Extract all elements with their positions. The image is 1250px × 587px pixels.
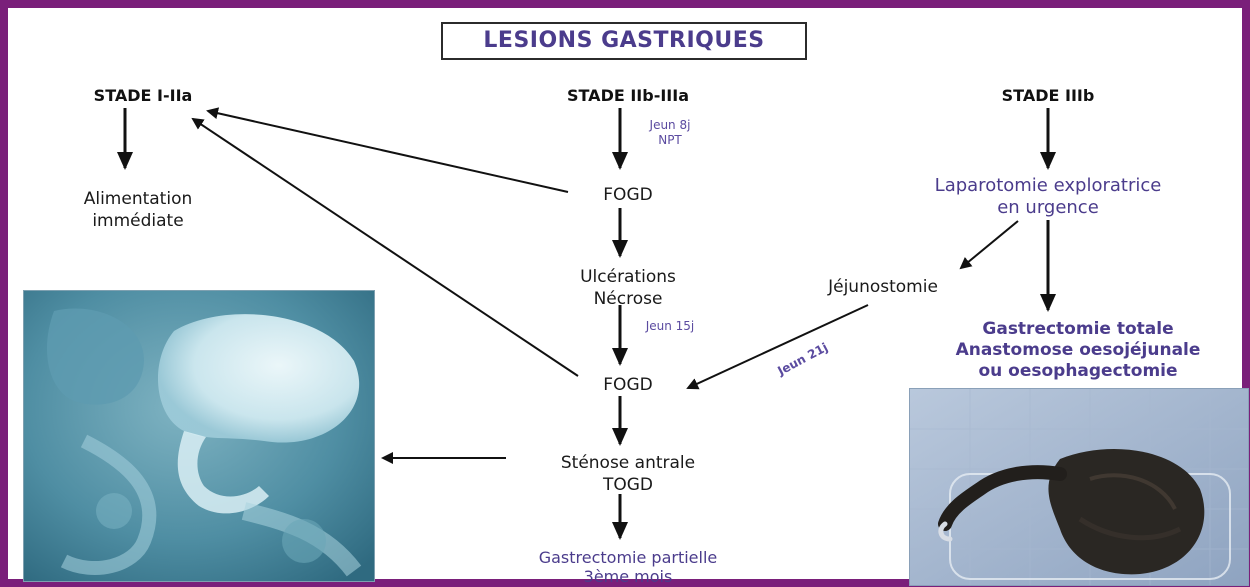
arrow-jejunostomie-to-fogd2 xyxy=(688,305,868,388)
flow-arrows xyxy=(8,8,1242,579)
arrow-fogd2-to-stage1 xyxy=(193,119,578,376)
arrow-laparotomie-to-jejunostomie xyxy=(961,221,1018,268)
arrow-fogd1-to-stage1 xyxy=(208,111,568,192)
